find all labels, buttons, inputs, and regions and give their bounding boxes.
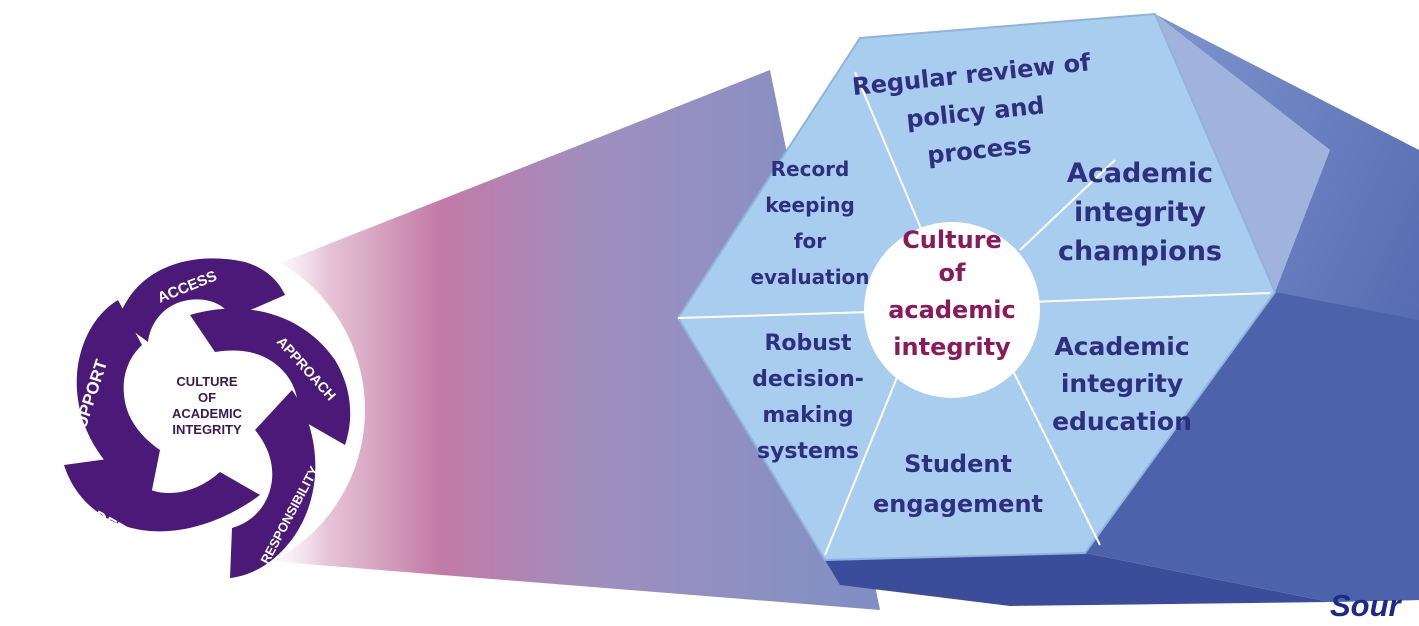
segment-engagement-line-1: Student: [904, 450, 1012, 478]
wheel-center-line-4: INTEGRITY: [172, 422, 242, 437]
hexagon-center-circle: [864, 222, 1040, 398]
segment-decision-line-4: systems: [757, 439, 859, 464]
segment-education-line-3: education: [1052, 407, 1192, 436]
segment-engagement: Student engagement: [873, 450, 1043, 518]
segment-record-line-1: Record: [771, 157, 850, 181]
segment-champions: Academic integrity champions: [1058, 158, 1222, 267]
segment-champions-line-2: integrity: [1074, 197, 1206, 228]
wheel-arm-access: [118, 258, 285, 342]
integrity-wheel: ACCESS APPROACH RESPONSIBILITY DETAIL SU…: [25, 240, 365, 580]
segment-decision-line-2: decision-: [752, 367, 864, 392]
hexagon-dividers: [677, 71, 1271, 556]
wheel-center-line-1: CULTURE: [176, 374, 237, 389]
segment-champions-line-3: champions: [1058, 236, 1222, 267]
wheel-arm-responsibility: [230, 390, 316, 578]
segment-decision-making: Robust decision- making systems: [752, 331, 864, 464]
prism-right-face: [1085, 292, 1419, 602]
wheel-arm-approach: [190, 308, 351, 445]
segment-record-keeping: Record keeping for evaluation: [750, 157, 869, 289]
segment-education-line-1: Academic: [1054, 332, 1189, 361]
center-line-2: of: [939, 259, 966, 287]
segment-decision-line-1: Robust: [764, 331, 852, 356]
segment-education-line-2: integrity: [1061, 369, 1183, 398]
segment-record-line-3: for: [794, 229, 826, 253]
center-line-1: Culture: [902, 226, 1002, 254]
segment-record-line-2: keeping: [765, 193, 855, 217]
wheel-arm-support: [76, 300, 160, 500]
segment-engagement-line-2: engagement: [873, 490, 1043, 518]
segment-education: Academic integrity education: [1052, 332, 1192, 436]
center-line-3: academic: [888, 296, 1016, 324]
projection-beam: [250, 70, 880, 610]
segment-champions-line-1: Academic: [1067, 158, 1213, 189]
wheel-center-line-3: ACADEMIC: [172, 406, 243, 421]
wheel-arm-detail: [64, 458, 260, 532]
segment-decision-line-3: making: [762, 403, 853, 428]
center-line-4: integrity: [893, 333, 1011, 361]
wheel-center-line-2: OF: [198, 390, 216, 405]
hexagon-center-text: Culture of academic integrity: [888, 226, 1016, 361]
segment-record-line-4: evaluation: [750, 265, 869, 289]
source-label: Sour: [1330, 588, 1403, 623]
wheel-center-text: CULTURE OF ACADEMIC INTEGRITY: [172, 374, 243, 437]
prism-bottom-side: [825, 553, 1330, 606]
